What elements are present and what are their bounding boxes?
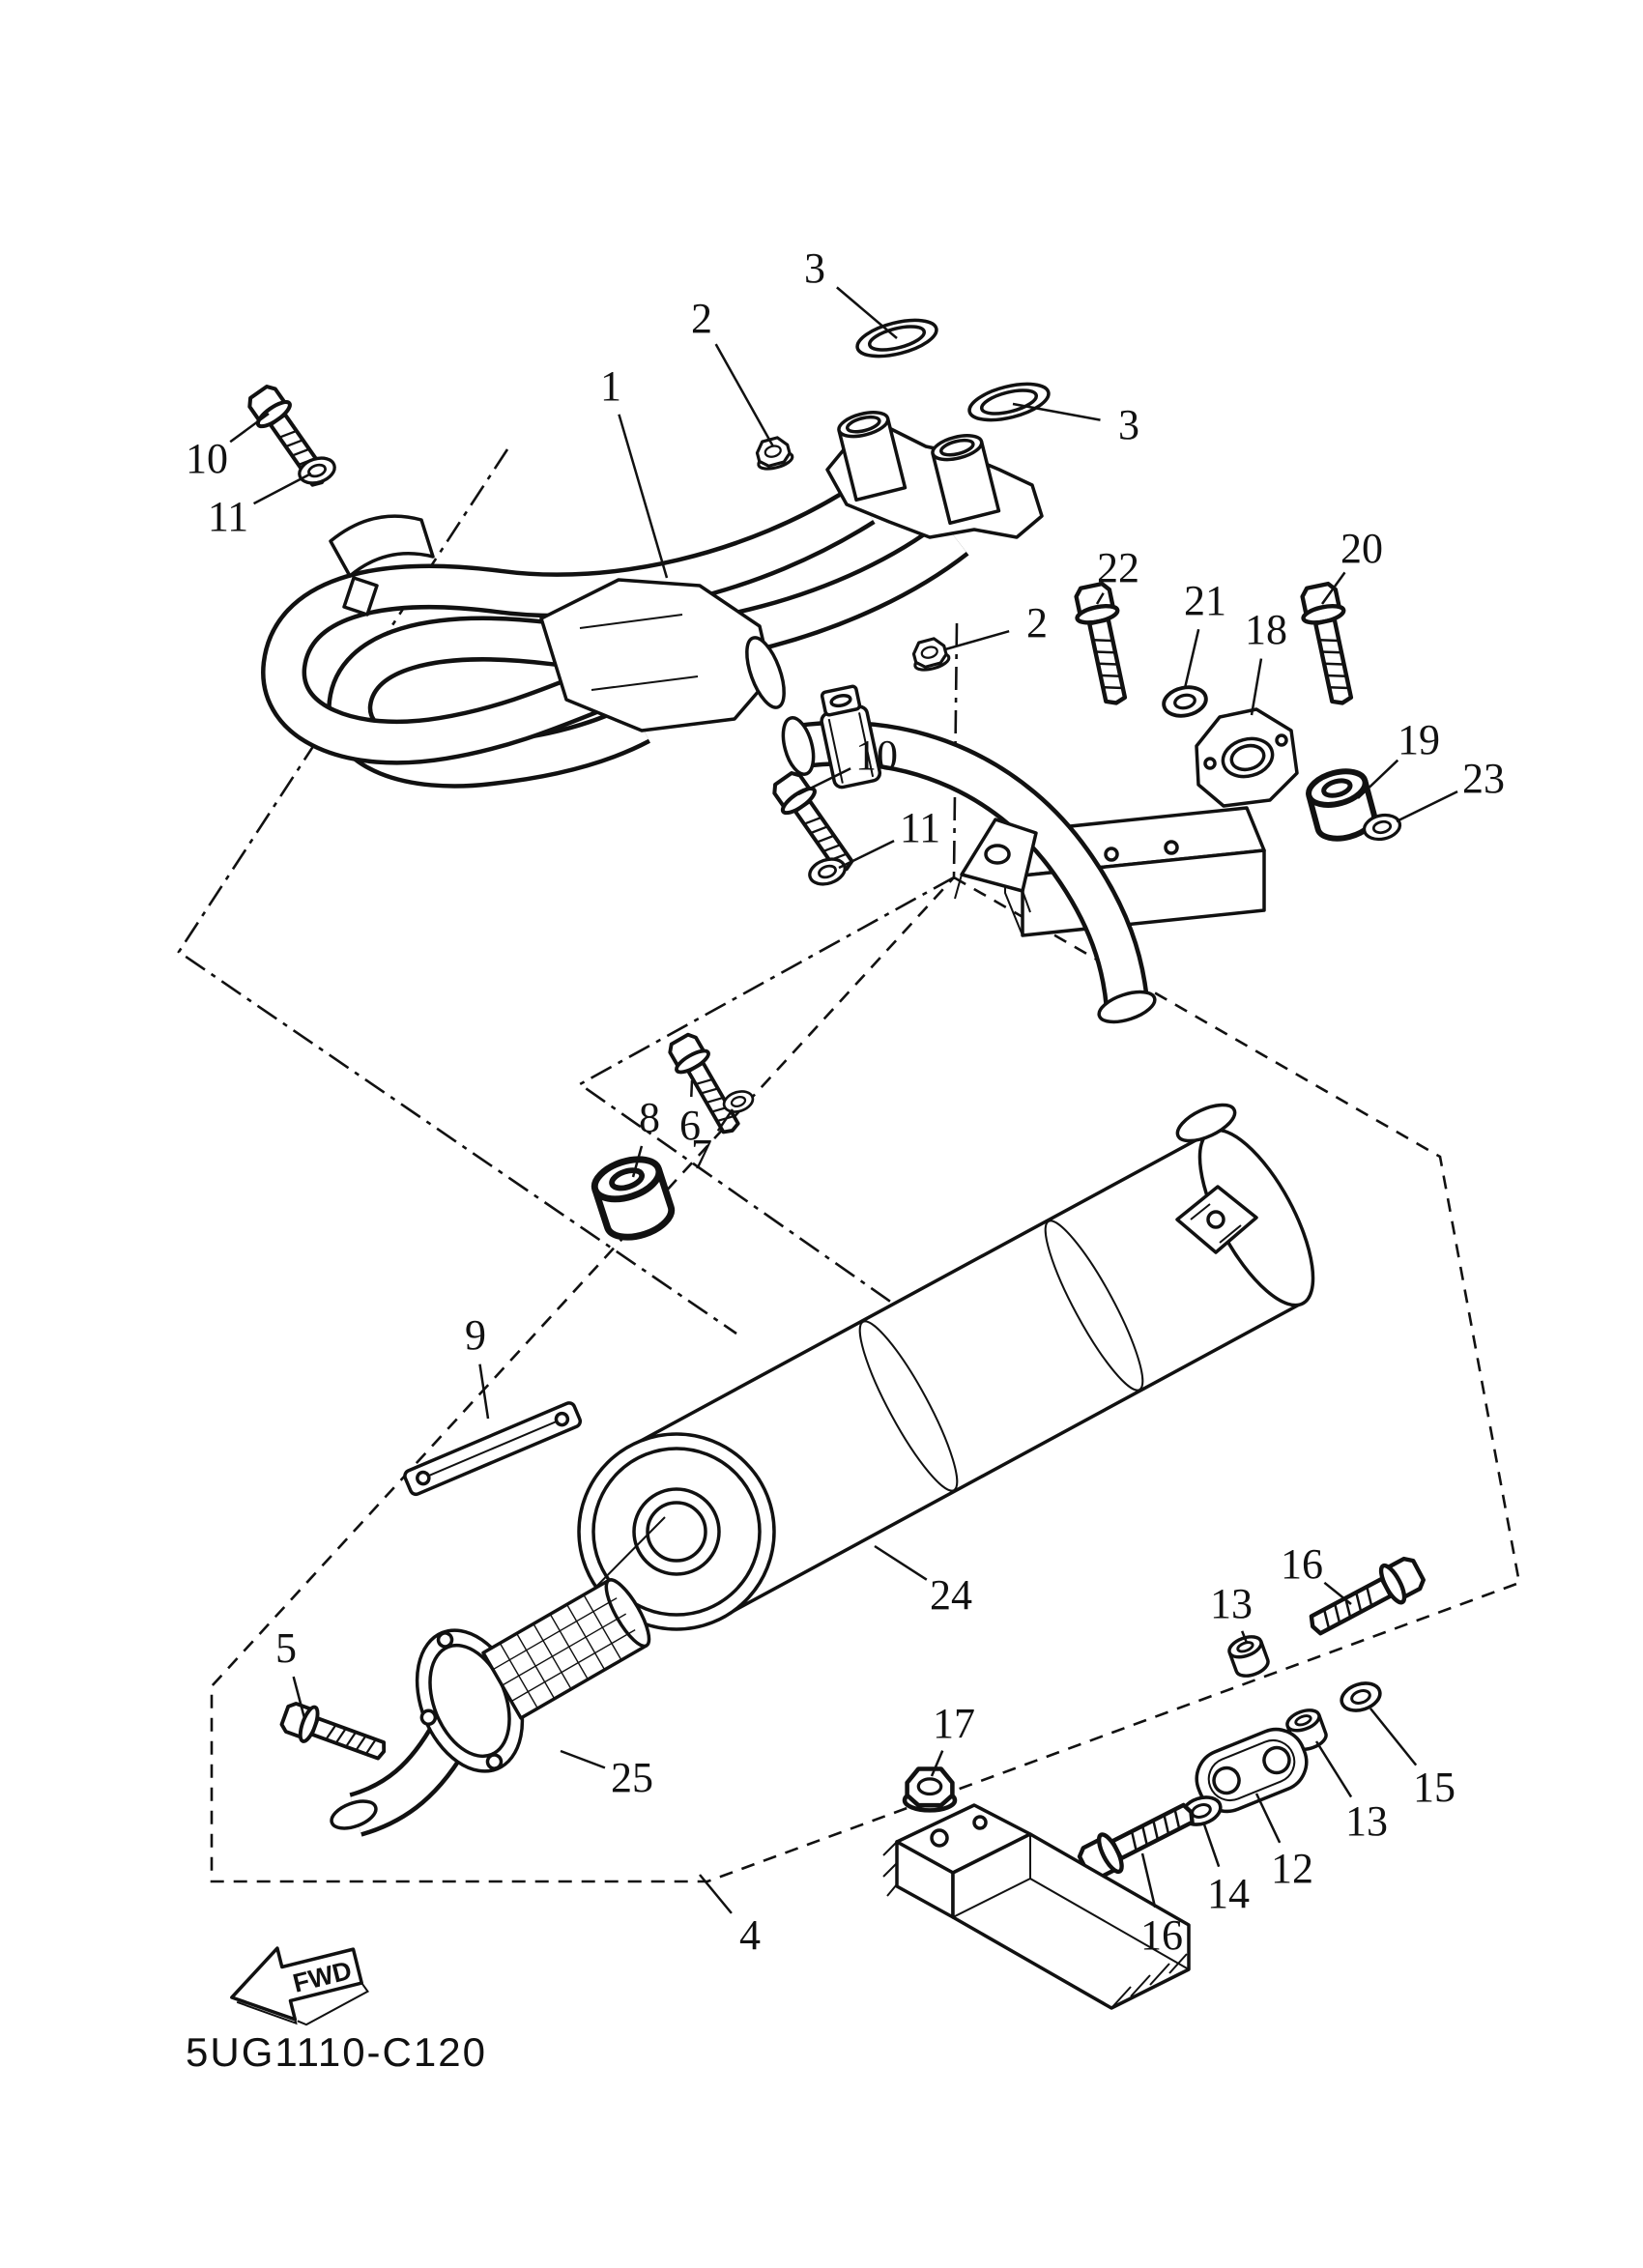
callout-2: 2 xyxy=(691,295,712,342)
leader-line xyxy=(1314,1740,1353,1798)
callout-13: 13 xyxy=(1345,1797,1388,1845)
leader-line xyxy=(1323,1581,1352,1605)
part-code: 5UG1110-C120 xyxy=(186,2029,487,2075)
assembly-boundary-lines xyxy=(177,448,1521,1883)
collector xyxy=(539,578,786,732)
leader-line xyxy=(874,1544,928,1581)
stay-bracket xyxy=(1195,707,1299,808)
leader-line xyxy=(1240,1630,1249,1644)
leader-line xyxy=(1012,402,1101,421)
leader-line xyxy=(944,629,1010,651)
leader-line xyxy=(1320,571,1346,605)
leader-line xyxy=(618,414,669,579)
leader-line xyxy=(1183,628,1200,689)
callout-15: 15 xyxy=(1413,1764,1456,1811)
callout-7: 7 xyxy=(691,1131,712,1178)
heat-shield xyxy=(403,1401,583,1497)
callout-13: 13 xyxy=(1210,1580,1253,1627)
leader-line xyxy=(714,343,775,447)
callout-9: 9 xyxy=(465,1311,486,1359)
callout-6: 6 xyxy=(679,1102,701,1149)
callout-18: 18 xyxy=(1245,606,1287,653)
leader-line xyxy=(1250,658,1263,716)
muffler-hanger-bracket xyxy=(954,818,1038,913)
leader-line xyxy=(1357,759,1399,799)
callout-2: 2 xyxy=(1026,599,1048,646)
leader-line xyxy=(631,1145,644,1178)
leader-line xyxy=(699,1874,733,1914)
callout-16: 16 xyxy=(1281,1540,1323,1588)
leader-line xyxy=(229,412,270,444)
callout-8: 8 xyxy=(639,1094,660,1141)
muffler xyxy=(494,1103,1315,1690)
leader-line xyxy=(478,1364,490,1420)
callout-16: 16 xyxy=(1140,1911,1183,1959)
leader-line xyxy=(930,1750,944,1777)
callout-21: 21 xyxy=(1184,577,1226,624)
callout-11: 11 xyxy=(207,493,249,540)
callout-3: 3 xyxy=(1118,401,1139,448)
leader-line xyxy=(716,1108,735,1132)
leader-line xyxy=(253,472,312,505)
rubber-mount-damper xyxy=(1195,1727,1309,1814)
callout-19: 19 xyxy=(1398,716,1440,763)
callout-22: 22 xyxy=(1097,544,1139,591)
leader-line xyxy=(1254,1793,1282,1844)
callout-3: 3 xyxy=(804,244,825,292)
leader-line xyxy=(292,1676,306,1719)
exhaust-gasket xyxy=(967,382,1051,422)
leader-line xyxy=(1369,1708,1418,1766)
leader-line xyxy=(1095,592,1105,605)
callout-1: 1 xyxy=(600,362,621,410)
frame-member xyxy=(882,1803,1191,2010)
leader-line xyxy=(1202,1823,1221,1868)
callout-14: 14 xyxy=(1207,1870,1250,1917)
callout-5: 5 xyxy=(275,1624,297,1672)
callout-10: 10 xyxy=(855,732,898,779)
callout-17: 17 xyxy=(933,1700,975,1747)
leader-line xyxy=(1140,1852,1157,1909)
leader-line xyxy=(836,286,898,339)
callout-20: 20 xyxy=(1340,525,1383,572)
leader-line xyxy=(1396,790,1458,823)
callout-23: 23 xyxy=(1462,755,1505,802)
header-flange xyxy=(825,411,1044,539)
callout-11: 11 xyxy=(899,804,941,851)
callout-10: 10 xyxy=(186,435,228,482)
callout-4: 4 xyxy=(739,1911,761,1959)
muffler-inlet-pipe xyxy=(781,684,1157,1024)
pipe-stay-clamp xyxy=(329,514,435,617)
callout-24: 24 xyxy=(930,1571,972,1619)
leader-line xyxy=(838,840,895,870)
leader-line xyxy=(797,767,851,796)
leader-line xyxy=(560,1749,606,1769)
callout-25: 25 xyxy=(611,1754,653,1801)
callout-12: 12 xyxy=(1271,1845,1313,1892)
leader-line xyxy=(690,1079,694,1098)
spark-arrestor xyxy=(330,1578,651,1837)
